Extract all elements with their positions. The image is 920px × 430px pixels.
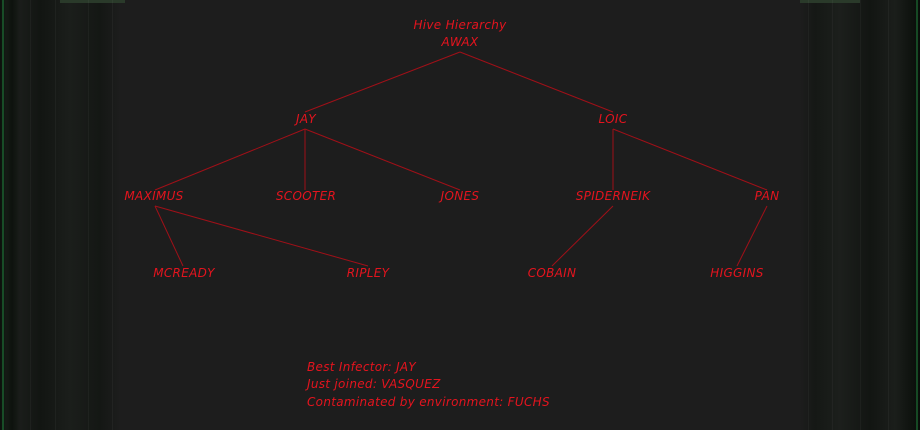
edge-maximus-ripley xyxy=(154,205,369,267)
edge-awax-jay xyxy=(304,51,461,113)
contaminated-text: Contaminated by environment: FUCHS xyxy=(307,395,550,409)
top-left-frame-bar xyxy=(60,0,125,3)
edge-jay-jones xyxy=(304,128,461,191)
edge-jay-maximus xyxy=(154,128,306,191)
best-infector-text: Best Infector: JAY xyxy=(307,360,417,374)
node-pan: PAN xyxy=(754,189,780,203)
edge-loic-pan xyxy=(612,128,768,191)
node-mcready: MCREADY xyxy=(153,266,215,280)
node-jones: JONES xyxy=(440,189,480,203)
right-frame-edge xyxy=(916,0,918,430)
edge-awax-loic xyxy=(459,51,614,113)
node-jay: JAY xyxy=(296,112,316,126)
just-joined-text: Just joined: VASQUEZ xyxy=(307,377,441,391)
left-frame-edge xyxy=(2,0,4,430)
edge-pan-higgins xyxy=(736,205,768,267)
node-higgins: HIGGINS xyxy=(710,266,764,280)
node-root: AWAX xyxy=(441,35,479,49)
top-right-frame-bar xyxy=(800,0,860,3)
edge-maximus-mcready xyxy=(154,205,184,267)
node-scooter: SCOOTER xyxy=(275,189,337,203)
node-cobain: COBAIN xyxy=(527,266,577,280)
edge-spiderneik-cobain xyxy=(551,205,614,267)
node-loic: LOIC xyxy=(598,112,628,126)
node-maximus: MAXIMUS xyxy=(124,189,184,203)
node-ripley: RIPLEY xyxy=(346,266,390,280)
node-spiderneik: SPIDERNEIK xyxy=(575,189,651,203)
hierarchy-title: Hive Hierarchy xyxy=(413,18,507,32)
